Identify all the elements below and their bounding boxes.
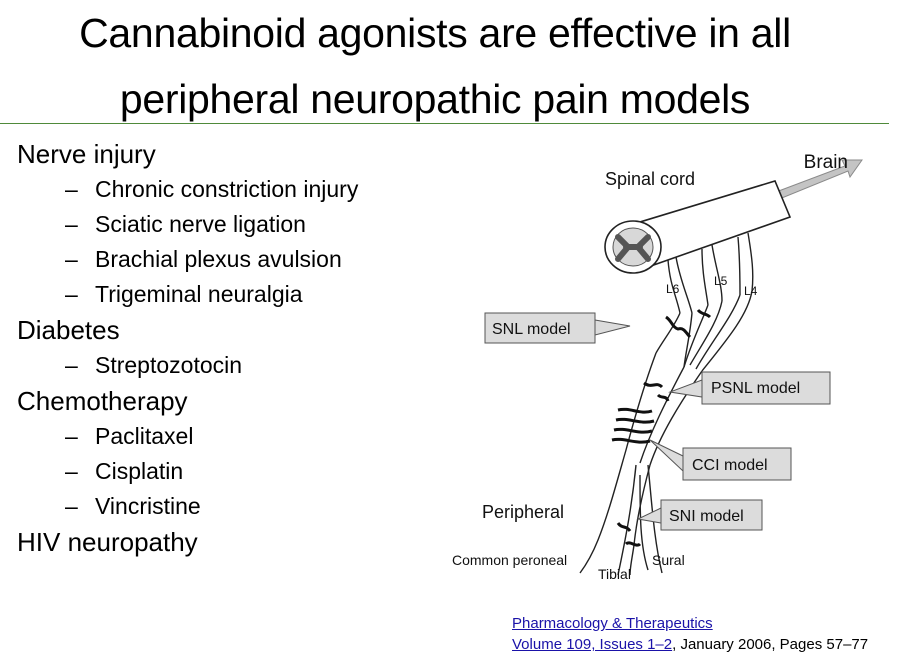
spinal-cord-shape (604, 180, 792, 274)
sub-bullet: –Cisplatin (65, 454, 437, 489)
ligatures (611, 308, 712, 547)
dash-marker: – (65, 493, 78, 519)
snl-model-label: SNL model (492, 321, 571, 338)
sub-bullet-text: Trigeminal neuralgia (95, 281, 303, 307)
spinal-cord-label: Spinal cord (605, 169, 695, 189)
sub-bullet-text: Chronic constriction injury (95, 176, 359, 202)
sub-bullet: –Sciatic nerve ligation (65, 207, 437, 242)
bullet-diabetes: Diabetes (17, 315, 120, 345)
sub-bullet: –Brachial plexus avulsion (65, 242, 437, 277)
bullet-hiv-neuropathy: HIV neuropathy (17, 527, 198, 557)
sub-bullet-text: Streptozotocin (95, 352, 243, 378)
bullet-list: Nerve injury –Chronic constriction injur… (17, 136, 437, 560)
snl-model-callout: SNL model (484, 312, 631, 344)
sciatic-nerve (579, 352, 703, 576)
l6-label: L6 (666, 282, 680, 296)
slide-title-line-2: peripheral neuropathic pain models (119, 76, 751, 122)
sub-bullet: –Vincristine (65, 489, 437, 524)
psnl-model-callout: PSNL model (668, 371, 831, 405)
dash-marker: – (65, 423, 78, 449)
sub-bullet-text: Sciatic nerve ligation (95, 211, 306, 237)
sub-bullet-text: Vincristine (95, 493, 201, 519)
l5-label: L5 (714, 274, 728, 288)
title-divider (0, 123, 889, 124)
slide-title: Cannabinoid agonists are effective in al… (0, 0, 870, 132)
peripheral-label: Peripheral (482, 502, 564, 522)
nerve-injury-models-diagram: Brain Spinal cord L6 L5 L4 SNL model PSN… (440, 145, 880, 585)
citation: Pharmacology & Therapeutics Volume 109, … (512, 613, 868, 655)
slide-title-line-1: Cannabinoid agonists are effective in al… (79, 10, 791, 56)
bullet-chemotherapy: Chemotherapy (17, 386, 188, 416)
sub-bullet: –Streptozotocin (65, 348, 437, 383)
dash-marker: – (65, 246, 78, 272)
tibial-label: Tibial (598, 566, 631, 582)
sni-model-label: SNI model (669, 508, 744, 525)
sural-label: Sural (652, 552, 685, 568)
sub-bullet-text: Brachial plexus avulsion (95, 246, 342, 272)
sub-bullet-text: Paclitaxel (95, 423, 194, 449)
sni-model-callout: SNI model (636, 499, 763, 531)
psnl-model-label: PSNL model (711, 380, 800, 397)
brain-arrow (767, 159, 863, 203)
sub-bullet: –Trigeminal neuralgia (65, 277, 437, 312)
dash-marker: – (65, 211, 78, 237)
cci-model-label: CCI model (692, 457, 768, 474)
dash-marker: – (65, 281, 78, 307)
l4-label: L4 (744, 284, 758, 298)
dash-marker: – (65, 352, 78, 378)
sub-bullet: –Chronic constriction injury (65, 172, 437, 207)
common-peroneal-label: Common peroneal (452, 552, 567, 568)
dash-marker: – (65, 176, 78, 202)
cci-model-callout: CCI model (649, 439, 792, 481)
bullet-nerve-injury: Nerve injury (17, 139, 156, 169)
citation-details: , January 2006, Pages 57–77 (672, 636, 869, 653)
sub-bullet: –Paclitaxel (65, 419, 437, 454)
journal-link[interactable]: Pharmacology & Therapeutics (512, 615, 713, 632)
spinal-roots (655, 232, 754, 372)
volume-link[interactable]: Volume 109, Issues 1–2 (512, 636, 673, 653)
sub-bullet-text: Cisplatin (95, 458, 184, 484)
dash-marker: – (65, 458, 78, 484)
brain-label: Brain (804, 152, 848, 173)
